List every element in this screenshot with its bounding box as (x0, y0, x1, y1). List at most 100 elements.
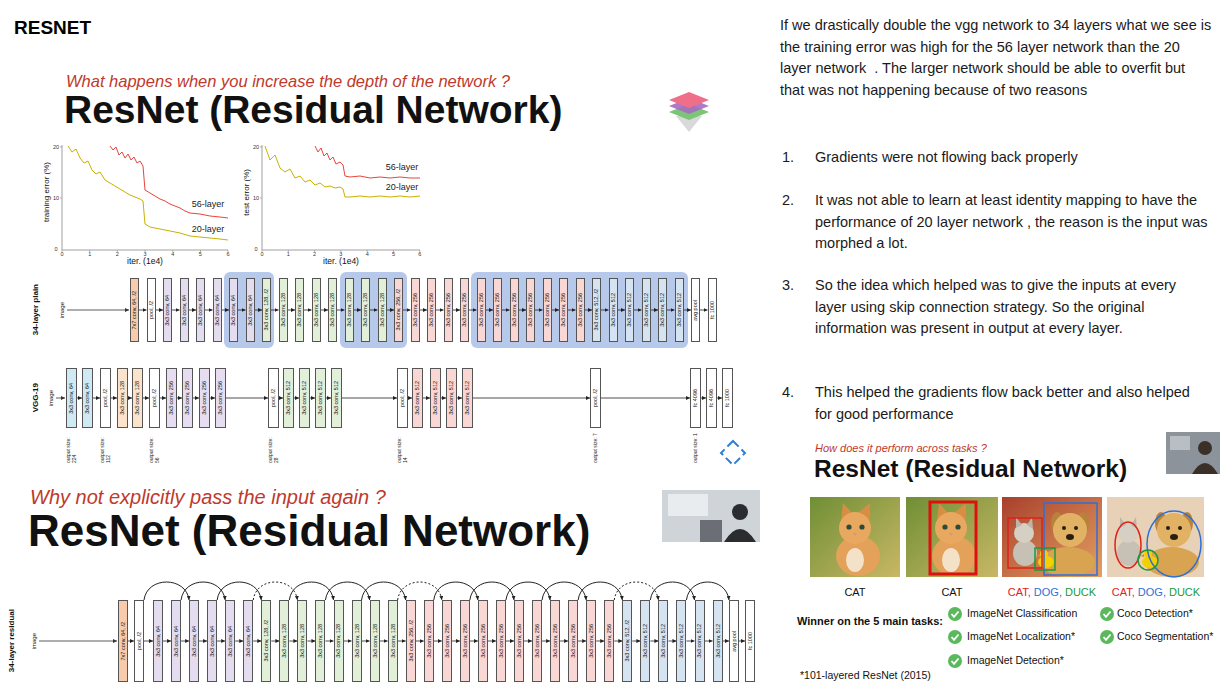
layer-arrow (469, 310, 477, 311)
tick-label: 2 (116, 251, 119, 257)
layer-arrow (473, 398, 590, 399)
layer-box: 3x3 conv, 128 (279, 600, 289, 682)
layer-arrow (387, 310, 395, 311)
layer-box: avg pool (691, 278, 700, 342)
series-label: 20-layer (191, 224, 226, 234)
photo-detection-part (1044, 503, 1097, 575)
layer-label: 3x3 conv, 512, /2 (624, 620, 630, 661)
layer-label: 3x3 conv, 512 (432, 381, 438, 415)
layer-label: fc 1000 (724, 389, 730, 407)
tick-label: 10 (253, 195, 259, 201)
photo-cat-box-part (906, 497, 998, 577)
layer-arrow (307, 641, 315, 642)
task-name: Coco Segmentation* (1117, 630, 1213, 642)
layer-box: 3x3 conv, 64 (171, 600, 181, 682)
layer-arrow (601, 398, 690, 399)
layer-arrow (370, 310, 378, 311)
layer-box: 3x3 conv, 512, /2 (592, 278, 601, 342)
layer-label: 3x3 conv, 64 (227, 626, 233, 657)
layer-arrow (163, 641, 171, 642)
input-label: image (31, 633, 38, 649)
layer-label: 3x3 conv, 256 (498, 624, 504, 658)
layer-label: 3x3 conv, 256 (461, 293, 467, 327)
layer-label: 3x3 conv, 256 (217, 381, 223, 415)
chart-test-part (260, 147, 420, 252)
layer-arrow (542, 641, 550, 642)
task-name: Coco Detection* (1117, 607, 1193, 619)
layer-box: 3x3 conv, 512 (676, 600, 686, 682)
tick-label: 5 (199, 251, 202, 257)
tick-label: 6 (226, 251, 229, 257)
layer-arrow (486, 310, 494, 311)
chart-training-part (68, 146, 228, 240)
photo-cat-part-part (853, 533, 857, 536)
input-arrow-part (39, 641, 117, 642)
layer-arrow (452, 641, 460, 642)
layer-label: 3x3 conv, 256 (570, 624, 576, 658)
layer-label: 7x7 conv, 64, /2 (120, 622, 126, 660)
chart-test-part (265, 146, 420, 197)
layer-box: 3x3 conv, 128 (295, 278, 304, 342)
skip-connection (542, 582, 586, 600)
layer-label: 3x3 conv, 64 (247, 295, 253, 326)
layer-label: 3x3 conv, 256, /2 (408, 620, 414, 661)
class-label: DUCK (1169, 586, 1200, 599)
tick-label: 2 (313, 251, 316, 257)
layer-arrow (634, 310, 642, 311)
layer-arrow (238, 310, 246, 311)
layer-label: fc 1000 (747, 632, 753, 650)
layer-arrow (156, 310, 164, 311)
layer-label: pool, /2 (399, 389, 405, 407)
layer-arrow (271, 641, 279, 642)
skip-connection (289, 582, 333, 600)
layer-label: 3x3 conv, 512 (678, 624, 684, 658)
note-paragraph: If we drastically double the vgg network… (780, 15, 1212, 101)
layer-label: pool, /2 (151, 389, 157, 407)
axis-title: training error (%) (42, 162, 51, 222)
layer-arrow (235, 641, 243, 642)
photo-detection-part-part (1038, 556, 1054, 568)
layer-arrow (667, 310, 675, 311)
photo-cat-part-part (859, 524, 864, 529)
slide-title: ResNet (Residual Network) (814, 455, 1127, 483)
webcam-thumbnail-part (724, 529, 756, 542)
layer-box: 3x3 conv, 512 (412, 368, 423, 428)
layer-box: 3x3 conv, 64 (180, 278, 189, 342)
layer-box: 3x3 conv, 64 (196, 278, 205, 342)
list-number: 3. (782, 275, 794, 297)
layer-label: 3x3 conv, 128 (280, 293, 286, 327)
skip-connection (434, 582, 478, 600)
layer-arrow (453, 310, 461, 311)
layer-label: 3x3 conv, 128 (346, 293, 352, 327)
layer-box: 3x3 conv, 256 (493, 278, 502, 342)
layer-box: 3x3 conv, 512 (315, 368, 326, 428)
layer-label: 3x3 conv, 512 (317, 381, 323, 415)
layer-box: 3x3 conv, 128 (352, 600, 362, 682)
layer-label: 3x3 conv, 64 (209, 626, 215, 657)
layer-arrow (488, 641, 496, 642)
layer-box: 3x3 conv, 256 (215, 368, 226, 428)
layer-box: 3x3 conv, 512 (675, 278, 684, 342)
layer-box: 3x3 conv, 256 (526, 278, 535, 342)
skip-connection (614, 582, 658, 600)
winner-heading: Winner on the 5 main tasks: (797, 615, 943, 628)
layer-arrow (632, 641, 640, 642)
layer-label: 3x3 conv, 128 (379, 293, 385, 327)
layer-box: 3x3 conv, 256 (460, 278, 469, 342)
layer-box: 3x3 conv, 128 (388, 600, 398, 682)
layer-arrow (519, 310, 527, 311)
layer-box: 3x3 conv, 256 (460, 600, 470, 682)
layer-box: 7x7 conv, 64, /2 (118, 600, 128, 682)
slide-title: ResNet (Residual Network) (64, 88, 562, 133)
skip-connection (470, 582, 514, 600)
photo-detection (1002, 497, 1102, 577)
layer-label: 3x3 conv, 128 (119, 381, 125, 415)
layer-label: 3x3 conv, 256 (544, 293, 550, 327)
output-size: output size: 14 (397, 433, 408, 463)
layer-box: fc 4096 (706, 368, 717, 428)
layer-box: 3x3 conv, 128 (328, 278, 337, 342)
photo-detection-part-part (1066, 534, 1074, 540)
layer-box: 3x3 conv, 64 (243, 600, 253, 682)
layer-label: 3x3 conv, 128 (134, 381, 140, 415)
layer-box: 3x3 conv, 512 (642, 278, 651, 342)
